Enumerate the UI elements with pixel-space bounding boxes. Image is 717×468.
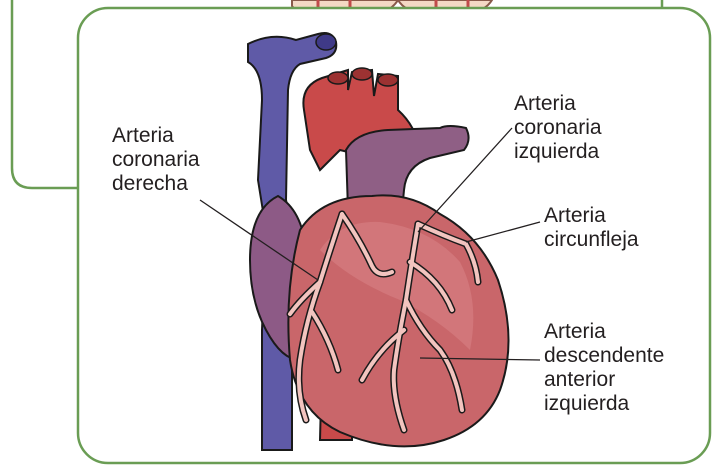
label-circumflex: Arteria circunfleja <box>544 204 639 252</box>
label-lad: Arteria descendente anterior izquierda <box>544 320 664 416</box>
label-left-coronary: Arteria coronaria izquierda <box>514 92 602 164</box>
label-right-coronary: Arteria coronaria derecha <box>112 124 200 196</box>
